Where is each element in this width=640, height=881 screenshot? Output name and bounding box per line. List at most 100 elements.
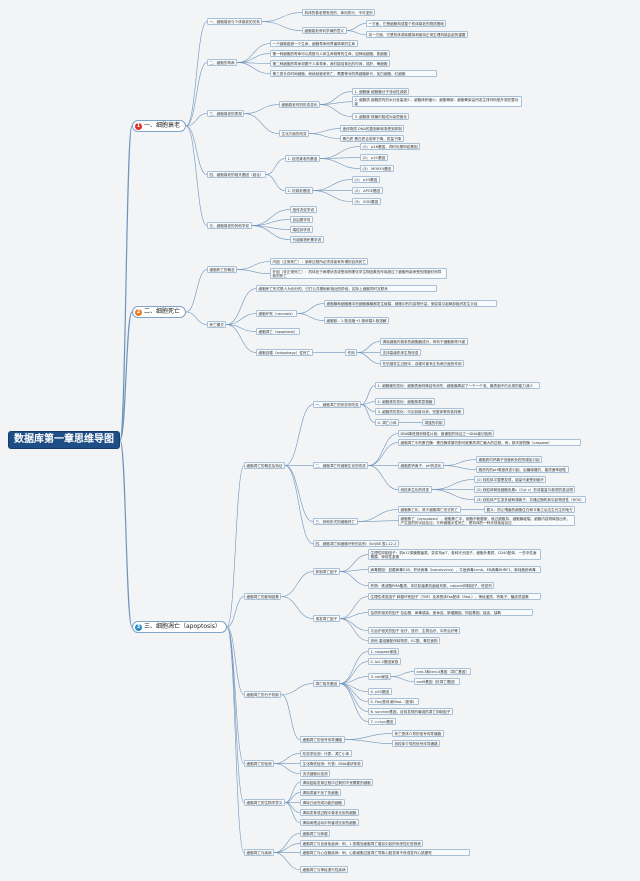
s3-b-inhibit-2[interactable]: 病毒基因：如腺病毒E1B、杆状病毒（baculovirus）、牛痘病毒crmA、… [368,566,541,574]
s3-b-induce-2[interactable]: 会损伤相关的因子 自由基、病毒感染、医休克、肿瘤器因、抑癌基因、缺血、缺氧 [368,609,533,617]
s1-c-biochem-1[interactable]: 遗传物质 DNA的复制和转录受到抑制 [340,125,405,133]
s1-c-morph-3[interactable]: 3. 细胞核 核膜内陷成为染质固化 [352,113,410,121]
s1-e-item-2[interactable]: 自由基学说 [290,216,313,224]
s3-topic-c[interactable]: 细胞凋亡的分子机制 [244,691,282,699]
s1-topic-b[interactable]: 二、细胞的寿命 [207,59,238,67]
s3-c-pathway-1[interactable]: 死亡受体介导的信号传导通路 [392,730,444,738]
s1-topic-e[interactable]: 五、细胞衰老的其他学说 [207,222,252,230]
s3-d-item-3[interactable]: 流式细胞仪检测 [300,770,331,778]
s3-a-morph-4x[interactable]: 凋遂的机制 [422,419,445,427]
s3-a-morphology[interactable]: 一、细胞凋亡的形态学改变 [313,401,362,409]
s2-b-autophagy-role[interactable]: 作用 [345,349,358,357]
s1-d-promoting-1[interactable]: (1) p16基因，同时也是抑癌基因 [360,143,421,151]
s3-f-item-2[interactable]: 细胞凋亡与自身免疫病：例，1.型胰岛细胞凋亡增加引起的系统性红斑狼疮 [300,840,424,848]
s2-topic-b[interactable]: 死亡模式 [207,321,227,329]
s3-a-biochem-4[interactable]: 线粒体生化的改变 [398,486,432,494]
s3-d-item-1[interactable]: 形态学检测：代表：凋亡小体 [300,750,352,758]
s2-b-autophagy-2[interactable]: 支持高级机体生物信息 [380,349,421,357]
s3-a-biochem-4a[interactable]: (1) 线粒体平整是发现，能量代谢受到破坏 [474,476,547,484]
s3-c-pathway[interactable]: 细胞凋亡的信号传导通路 [300,736,345,744]
s3-c-gene-4[interactable]: 4. p53基因 [368,688,392,696]
s1-d-promoting-3[interactable]: (3) MORF4基因 [360,165,394,173]
s3-b-inhibit-3[interactable]: 药物：佛波酯PMA酯类、非抗胶菌素抗菌组剂类、calpain抑制因子，低密剂 [368,582,495,590]
s3-a-other-1[interactable]: 细胞焦亡化，其于细胞凋亡形式死亡 [398,506,461,514]
s1-e-item-4[interactable]: 代谢废物积累学说 [290,236,324,244]
s3-a-biochem-3b[interactable]: 胞质内的pH角度改变引起、后糖增增的，能质速率超性 [476,466,569,474]
s1-c-biochem-2[interactable]: 蛋白质 蛋白质合成率下降，质量下降 [340,135,404,143]
s3-e-item-2[interactable]: 清除损害干扰了的细胞 [300,789,341,797]
s1-d-anti-1[interactable]: (1) p53基因 [352,176,380,184]
s3-topic-f[interactable]: 细胞凋亡与疾病 [244,849,275,857]
s3-b-inhibit[interactable]: 抑制凋亡因子 [313,568,340,576]
s3-c-gene-1[interactable]: 1. caspase家族 [368,648,400,656]
s3-c-gene-3[interactable]: 3. ced家族 [368,673,392,681]
s3-a-morph-2[interactable]: 2. 细胞核的变化：细胞核周显凝缩 [375,398,435,406]
s1-b-item-3[interactable]: 第二种细胞的寿命却跟于人体寿命，我们能培育出的时间，成肝、骨细胞 [270,60,390,68]
s1-d-anti-2[interactable]: (2) APOE基因 [352,187,383,195]
s3-a-other-2[interactable]: 细胞焦亡（pyroptosis），细胞焦亡中，细胞不断膨胀，就过细胞扣，细胞膜破… [398,515,575,527]
s2-a-item-2[interactable]: 外因（非正常死亡）：机体处于病理状态或受到物理化学生物因素的作用超过了细胞所能承… [270,268,447,280]
s3-b-induce-1[interactable]: 生理性诱发因子 肿瘤坏死因子（TNF）及其受体Fas配体（FasL）、神经递质、… [368,593,541,601]
s3-b-inhibit-1[interactable]: 生理性抑制因子：机b12类膜基菌类、变浆剂gIT、各种天长因子、细胞外基质、CD… [368,549,541,561]
s1-c-morph-2[interactable]: 2. 细胞质 细胞质内的水分含量减少，细胞体积缩小，细胞骨架：细胞骨架由所发生排… [352,96,522,108]
s3-c-pathway-2[interactable]: 线粒体介导的信号传导通路 [392,740,441,748]
s3-a-other-1x[interactable]: 要义：防止嗜菌的细胞生在和平衡之后达生光生的地方 [484,506,576,514]
s2-b-apoptosis[interactable]: 细胞凋亡（apoptosis） [256,328,300,336]
s3-b-induce-4[interactable]: 其他 重组膜配体转物质、EC酰、毒性食物 [368,637,441,645]
s3-e-item-5[interactable]: 清除病理活动中有害或无用的细胞 [300,819,359,827]
s3-a-morph-3[interactable]: 3. 细胞质的变化：可见到新月状，完整体等的各特殊 [375,408,464,416]
s1-c-morph-1[interactable]: 1. 细胞膜 细胞膜分子流动性减弱 [352,88,410,96]
s1-b-item-2[interactable]: 第一种细胞的寿命可以类推与人体生命相等的生命，如神经细胞、肌细胞 [270,50,390,58]
s1-c-morphology[interactable]: 细胞衰老时的形态变化 [279,101,320,109]
s3-e-item-3[interactable]: 清除已经完成功能的细胞 [300,799,345,807]
s2-b-autophagy[interactable]: 细胞自噬（autophagy）性死亡 [256,349,313,357]
s1-d-promoting-2[interactable]: (2) p21基因 [360,154,388,162]
s1-e-item-1[interactable]: 遗传决定学说 [290,206,317,214]
s3-topic-e[interactable]: 细胞凋亡的生物学意义 [244,799,285,807]
s3-topic-a[interactable]: 细胞凋亡的概念及特征 [244,462,285,470]
s1-c-biochem[interactable]: 生化方面的改变 [279,130,310,138]
s1-d-anti-3[interactable]: (3) SOD基因 [352,198,381,206]
s3-d-item-2[interactable]: 生化降低检测：代表：DNA梯状条带 [300,760,364,768]
s1-topic-a[interactable]: 一、细胞衰老与个体衰老的关系 [207,18,263,26]
s3-b-induce[interactable]: 诱发凋亡因子 [313,615,340,623]
s3-a-biochem-2[interactable]: 细胞凋亡中的蛋白酶：蛋白酶或凝切割可致蛋质凋亡最大的过程。例，那天被的酶（cas… [398,439,581,447]
s3-e-item-1[interactable]: 清除蕴能发育过程中过剩的不良需要的细胞 [300,779,374,787]
s1-topic-d[interactable]: 四、细胞衰老的相关基因（组合） [207,171,266,179]
s3-a-morph-4[interactable]: 4. 凋亡小体 [375,419,399,427]
s3-a-biochem-1[interactable]: DNA降低规则梯性片段：普通型的特征之一DNA被切各斯 [398,430,495,438]
s3-topic-d[interactable]: 细胞凋亡的检测 [244,760,275,768]
s1-d-anti[interactable]: 2. 抗衰老基因 [285,187,313,195]
s3-e-item-4[interactable]: 清除发育或过程中衰老无用的细胞 [300,809,359,817]
s3-a-biochem-3[interactable]: 细胞质钙离子、pH的变化 [398,462,444,470]
s1-a-item-2a[interactable]: 一方面，它是细胞构成整个机体衰老的物质基础 [366,20,447,28]
s3-a-biochem[interactable]: 二、细胞凋亡时细胞生化的改变 [313,462,369,470]
root-node[interactable]: 数据库第一章思维导图 [8,431,120,449]
s3-topic-b[interactable]: 细胞凋亡的影响因素 [244,593,282,601]
s3-a-biochem-3a[interactable]: 细胞质内钙离子浓度和负担的增加引起 [476,456,543,464]
s3-a-biochem-4c[interactable]: (3) 线粒体产生变多被和调离子，并通过随机其引起物进性（ROS） [474,496,587,504]
s2-b-necrosis-2[interactable]: 细胞核：1.核浓缩→2.核碎裂3.核溶解 [324,317,390,325]
s1-topic-c[interactable]: 三、细胞衰老的表现 [207,110,245,118]
s2-topic-a[interactable]: 细胞死亡的概念 [207,266,238,274]
s3-a-biochem-4b[interactable]: (2) 线粒体释放细胞色素c（Cyt c）形成能量与新质的激活物 [474,486,576,494]
s3-a-difference[interactable]: 四、细胞凋亡和细胞坏死的区别：Bcl(88 表)-12-2 [313,540,399,548]
s1-d-promoting[interactable]: 1. 促进衰老的基因 [285,155,320,163]
s2-a-item-1[interactable]: 内因（正常死亡）：某种过程所必须或者有所谓的自然死亡 [270,258,369,266]
s3-c-gene-7[interactable]: 7. c-myc基因 [368,718,396,726]
s3-c-gene-2[interactable]: 2. bcl-2基因家族 [368,658,401,666]
s3-b-induce-3[interactable]: 与治疗相关的因子 化疗、放疗、生物治疗、中药治疗等 [368,627,461,635]
s1-b-item-1[interactable]: 一个细胞能够一个生命，细胞寿命而界最简单的生命 [270,40,358,48]
s3-f-item-4[interactable]: 细胞凋亡与神经退行性疾病 [300,866,349,874]
s2-b-item-1[interactable]: 细胞死亡形式是人为划分的，已打公共基础和相近的阶段。实际上细胞同时互联系 [256,285,437,293]
s3-c-gene-3b[interactable]: ced9基因（抗凋亡基因） [414,678,461,686]
s1-a-item-2b[interactable]: 另一方面，它是机体调亲模拟和维持正常生理机能会起的重要 [366,31,469,39]
s3-a-morph-1[interactable]: 1. 细胞膜的变化：细胞表面特殊结构消失，细胞膜周起了一个一个泡，膜表面不仍出现… [375,382,540,390]
s3-c-gene-6[interactable]: 6. survivin基因，目前发现的最强的凋亡抑制因子 [368,708,453,716]
s3-c-gene-5[interactable]: 5. Fas(受体)和FasL（配体） [368,698,420,706]
s3-c-gene-3a[interactable]: ced-3和ced-4基因（凋亡基因） [414,668,472,676]
s1-b-item-4[interactable]: 第三类长存时间细胞，继续就被老死亡，需要等对的再细胞新代，如白细胞、红细胞 [270,70,437,78]
